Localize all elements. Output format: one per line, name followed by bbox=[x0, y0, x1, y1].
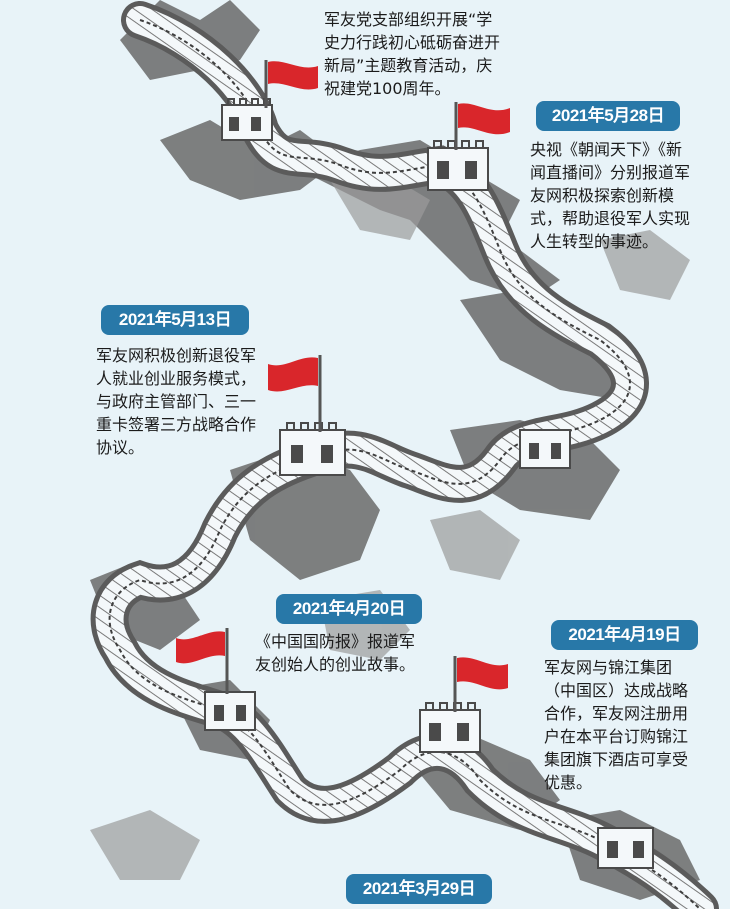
event-description: 军友网与锦江集团（中国区）达成战略合作，军友网注册用户在本平台订购锦江集团旗下酒… bbox=[544, 658, 689, 792]
date-badge: 2021年5月13日 bbox=[101, 305, 249, 335]
red-flag-icon bbox=[453, 656, 508, 712]
watchtower bbox=[597, 827, 654, 869]
red-flag-icon bbox=[264, 60, 318, 108]
red-flag-icon bbox=[268, 355, 322, 432]
watchtower bbox=[419, 702, 481, 753]
event-description: 《中国国防报》报道军友创始人的创业故事。 bbox=[255, 632, 416, 674]
watchtower bbox=[204, 691, 256, 731]
event-description: 军友党支部组织开展“学史力行践初心砥砺奋进开新局”主题教育活动，庆祝建党100周… bbox=[324, 10, 501, 98]
red-flag-icon bbox=[454, 102, 510, 150]
date-badge: 2021年3月29日 bbox=[346, 874, 492, 904]
red-flag-icon bbox=[176, 628, 229, 694]
date-badge: 2021年5月28日 bbox=[536, 101, 680, 131]
watchtower bbox=[519, 429, 571, 469]
date-badge: 2021年4月19日 bbox=[551, 620, 698, 650]
watchtower bbox=[279, 422, 346, 476]
event-description: 央视《朝闻天下》《新闻直播间》分别报道军友网积极探索创新模式，帮助退役军人实现人… bbox=[530, 140, 691, 251]
date-badge: 2021年4月20日 bbox=[276, 594, 422, 624]
watchtower bbox=[221, 98, 273, 141]
event-description: 军友网积极创新退役军人就业创业服务模式，与政府主管部门、三一重卡签署三方战略合作… bbox=[96, 346, 257, 457]
watchtower bbox=[427, 140, 489, 191]
